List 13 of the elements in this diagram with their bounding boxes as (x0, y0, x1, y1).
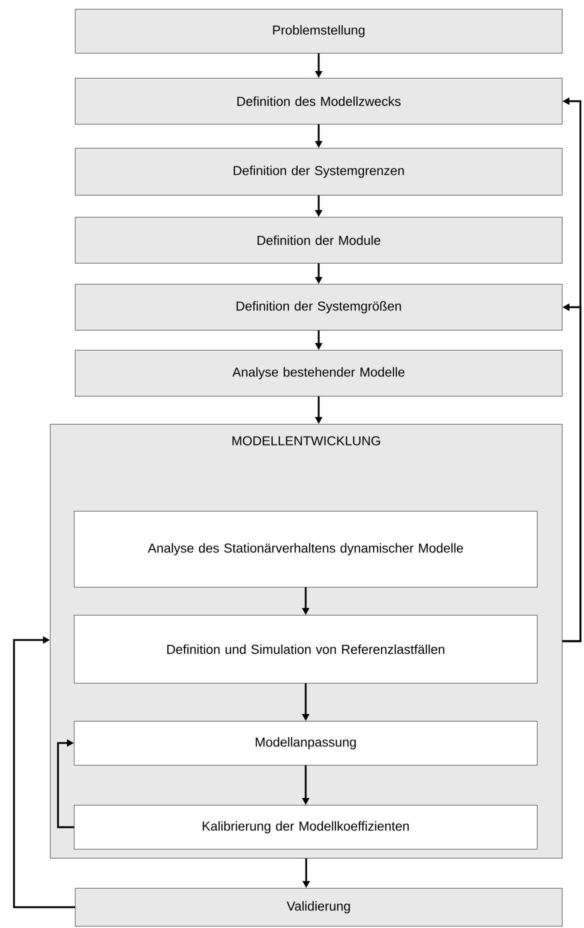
process-box: Definition der Module (75, 217, 562, 264)
step-box: Modellanpassung (74, 721, 538, 766)
step-box: Analyse des Stationärverhaltens dynamischer Modelle (74, 511, 538, 588)
arrow (13, 636, 75, 908)
process-box: Definition des Modellzwecks (75, 78, 562, 124)
process-box: Analyse bestehender Modelle (75, 350, 562, 396)
process-box: Problemstellung (75, 9, 562, 54)
process-box: Definition der Systemgrenzen (75, 148, 562, 196)
step-box: Definition und Simulation von Referenzlastfällen (74, 615, 538, 684)
arrow (57, 739, 74, 828)
process-box: Validierung (75, 888, 562, 926)
step-box: Kalibrierung der Modellkoeffizienten (74, 805, 538, 850)
process-box: Definition der Systemgrößen (75, 284, 562, 330)
